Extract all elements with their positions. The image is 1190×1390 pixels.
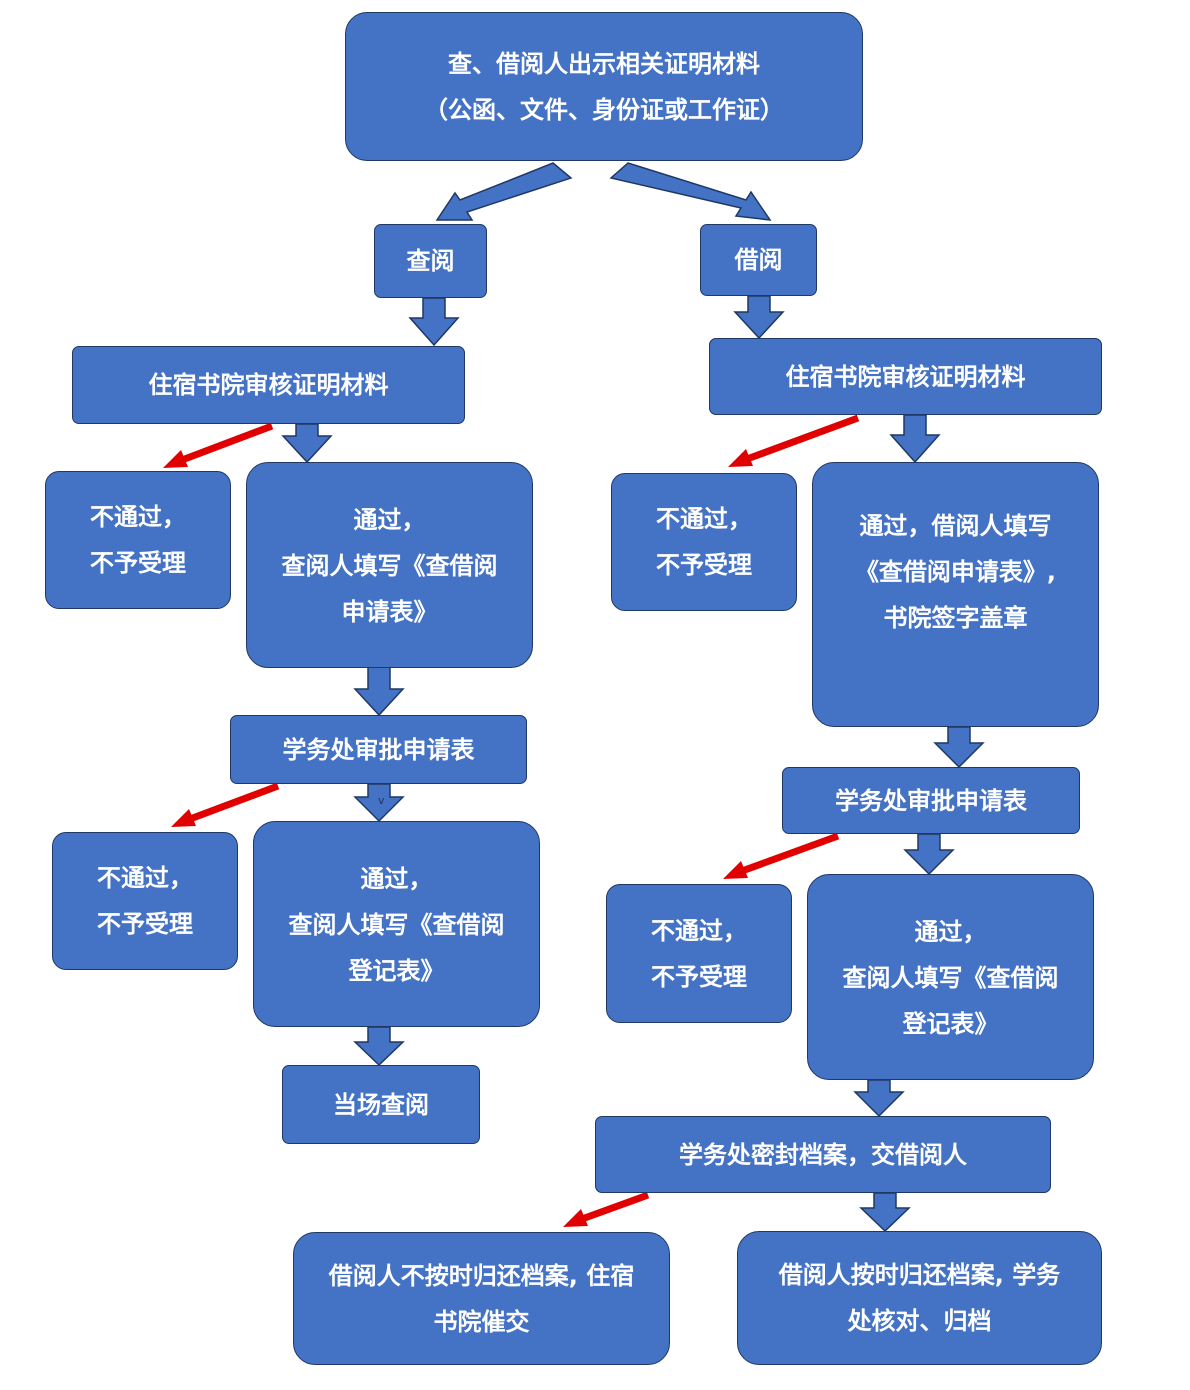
borrow-seal-box: 学务处密封档案，交借阅人 bbox=[595, 1116, 1051, 1193]
arrow-header-to-borrow bbox=[609, 162, 772, 221]
reject-arrow-view-review bbox=[163, 422, 274, 468]
view-pass-box-2: 通过， 查阅人填写《查借阅 登记表》 bbox=[253, 821, 540, 1027]
arrow-seal-to-ontime bbox=[859, 1192, 911, 1233]
reject-arrow-seal bbox=[563, 1191, 650, 1227]
view-pass-box-1: 通过， 查阅人填写《查借阅 申请表》 bbox=[246, 462, 533, 668]
borrow-branch-title: 借阅 bbox=[700, 224, 817, 296]
view-branch-title: 查阅 bbox=[374, 224, 487, 298]
reject-arrow-borrow-approve bbox=[723, 832, 840, 879]
view-reject-box-1: 不通过， 不予受理 bbox=[45, 471, 231, 609]
reject-arrow-view-approve bbox=[171, 782, 280, 827]
borrow-review-box: 住宿书院审核证明材料 bbox=[709, 338, 1102, 415]
arrow-borrow-to-review bbox=[733, 295, 785, 340]
view-approve-box: 学务处审批申请表 bbox=[230, 715, 527, 784]
borrow-pass-box-1: 通过，借阅人填写 《查借阅申请表》, 书院签字盖章 bbox=[812, 462, 1099, 727]
arrow-approve-to-pass2 bbox=[353, 783, 405, 823]
borrow-pass-box-2: 通过， 查阅人填写《查借阅 登记表》 bbox=[807, 874, 1094, 1080]
arrow-header-to-view bbox=[435, 162, 573, 221]
arrow-pass1-to-approve bbox=[353, 666, 405, 717]
stray-mark: v bbox=[378, 794, 385, 807]
arrow-pass1-to-approve-right bbox=[933, 726, 985, 769]
borrow-reject-box-2: 不通过， 不予受理 bbox=[606, 884, 792, 1023]
view-final-box: 当场查阅 bbox=[282, 1065, 480, 1144]
arrow-review-to-pass1-right bbox=[889, 414, 941, 464]
borrow-late-return-box: 借阅人不按时归还档案, 住宿 书院催交 bbox=[293, 1232, 670, 1365]
header-line-2: （公函、文件、身份证或工作证） bbox=[424, 95, 784, 124]
header-line-1: 查、借阅人出示相关证明材料 bbox=[448, 49, 760, 78]
borrow-ontime-return-box: 借阅人按时归还档案, 学务 处核对、归档 bbox=[737, 1231, 1102, 1365]
borrow-reject-box-1: 不通过， 不予受理 bbox=[611, 473, 797, 611]
header-box: 查、借阅人出示相关证明材料 （公函、文件、身份证或工作证） bbox=[345, 12, 863, 161]
arrow-pass2-to-final bbox=[353, 1026, 405, 1067]
reject-arrow-borrow-review bbox=[728, 414, 860, 467]
borrow-approve-box: 学务处审批申请表 bbox=[782, 767, 1080, 834]
view-review-box: 住宿书院审核证明材料 bbox=[72, 346, 465, 424]
arrow-review-to-pass1 bbox=[281, 423, 333, 464]
arrow-view-to-review bbox=[408, 297, 460, 347]
arrow-approve-to-pass2-right bbox=[903, 833, 955, 876]
arrow-pass2-to-seal bbox=[853, 1079, 905, 1118]
view-reject-box-2: 不通过， 不予受理 bbox=[52, 832, 238, 970]
